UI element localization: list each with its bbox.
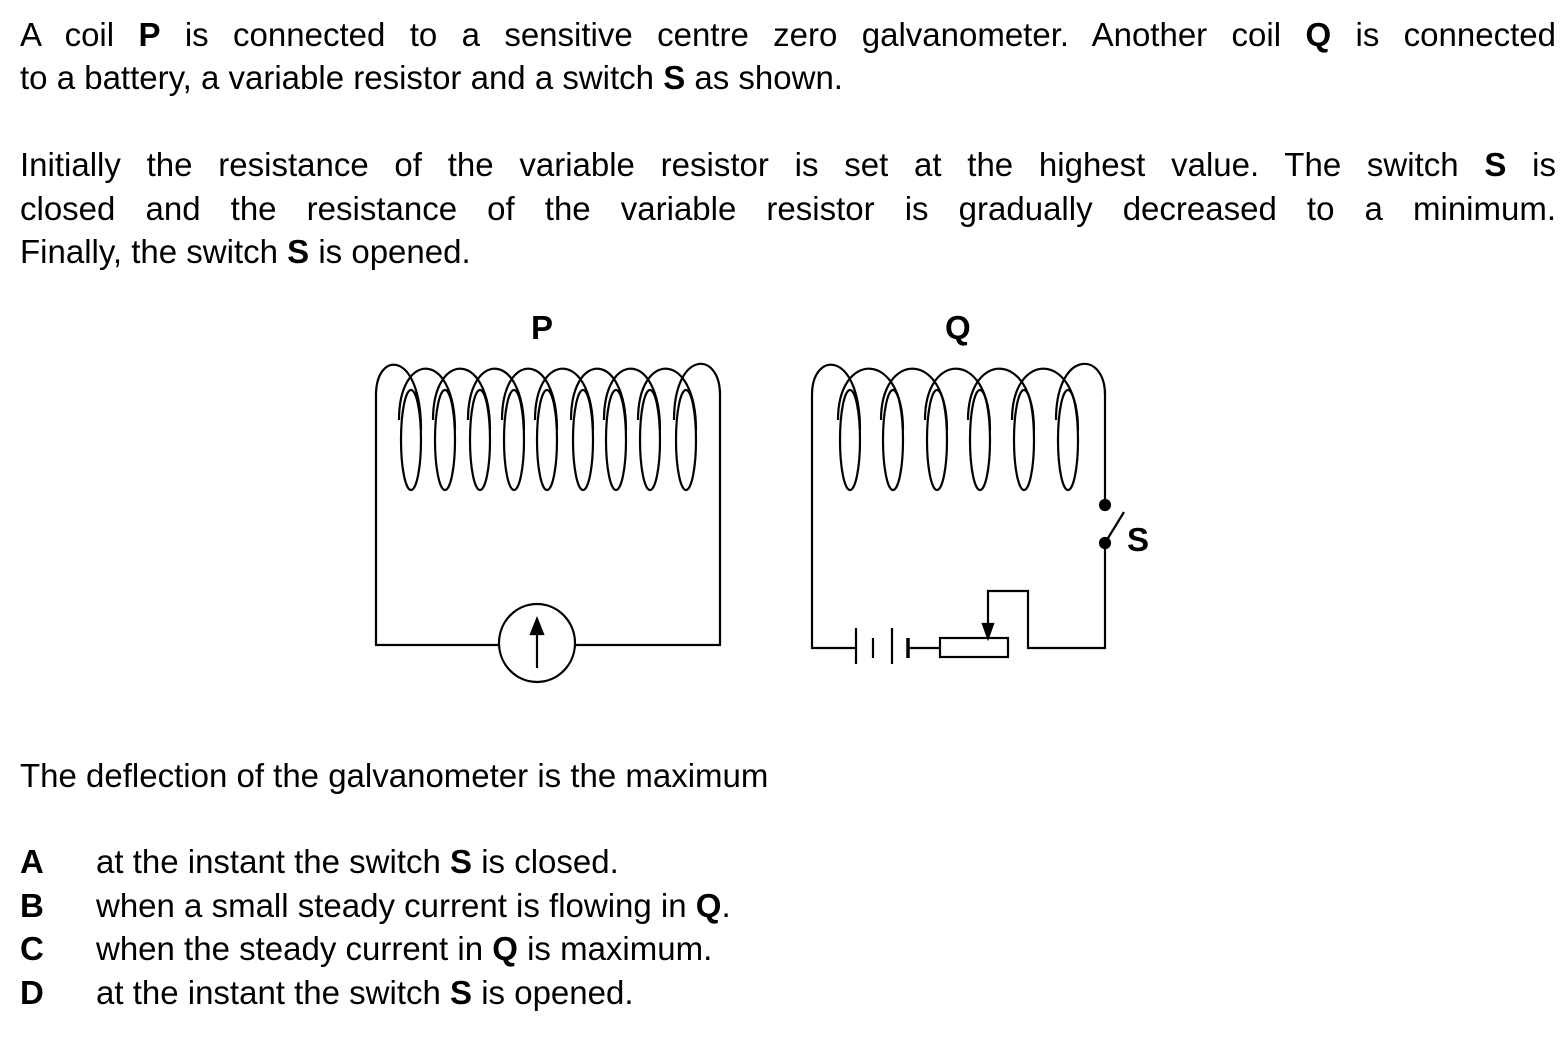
text: closed and the resistance of the variabl… xyxy=(20,190,1556,227)
coil-turn xyxy=(810,363,862,431)
text: at the instant the switch xyxy=(96,843,451,880)
text: is opened. xyxy=(472,974,634,1011)
coil-turn xyxy=(672,362,722,421)
coil-turn xyxy=(636,367,698,431)
text: Q xyxy=(695,887,722,924)
text: as shown. xyxy=(685,59,843,96)
coil-turn xyxy=(433,388,457,492)
coil-turn xyxy=(604,388,628,492)
text: is opened. xyxy=(309,233,471,270)
coil-turn xyxy=(502,388,526,492)
coil-turn xyxy=(374,363,423,431)
text: A coil xyxy=(20,16,139,53)
variable-resistor-icon xyxy=(938,545,1107,659)
coil-turn xyxy=(966,367,1036,431)
coil-turn xyxy=(638,388,662,492)
coil-q-ref: Q xyxy=(1305,16,1332,53)
coil-q-label: Q xyxy=(945,309,971,346)
coil-turn xyxy=(674,388,698,492)
text: is connected to a sensitive centre zero … xyxy=(160,16,1306,53)
option-letter: D xyxy=(20,974,44,1011)
procedure-line-2: closed and the resistance of the variabl… xyxy=(20,189,1556,229)
procedure-line-1: Initially the resistance of the variable… xyxy=(20,145,1556,185)
coil-turn xyxy=(466,367,526,431)
coil-p-ref: P xyxy=(138,16,161,53)
coil-turn xyxy=(923,367,992,431)
switch-s-ref: S xyxy=(1484,146,1507,183)
coil-turn xyxy=(468,388,492,492)
coil-turn xyxy=(881,388,905,492)
option-letter: A xyxy=(20,843,44,880)
galvanometer-icon xyxy=(497,602,577,684)
text: is xyxy=(1506,146,1556,183)
text: to a battery, a variable resistor and a … xyxy=(20,59,664,96)
circuit-q-wire xyxy=(810,395,856,650)
coil-turn xyxy=(602,367,662,431)
text: at the instant the switch xyxy=(96,974,451,1011)
intro-line-1: A coil P is connected to a sensitive cen… xyxy=(20,15,1556,55)
coil-turn xyxy=(968,388,992,492)
coil-turn xyxy=(836,367,905,431)
text: when a small steady current is flowing i… xyxy=(96,887,696,924)
coil-turn xyxy=(879,367,949,431)
coil-turn xyxy=(399,388,423,492)
coil-turn xyxy=(1012,388,1036,492)
intro-line-2: to a battery, a variable resistor and a … xyxy=(20,58,1556,98)
coil-turn xyxy=(838,388,862,492)
text: S xyxy=(450,843,473,880)
text: is connected xyxy=(1331,16,1556,53)
procedure-line-3: Finally, the switch S is opened. xyxy=(20,232,1556,272)
text: is closed. xyxy=(472,843,619,880)
text: . xyxy=(721,887,731,924)
question-stem: The deflection of the galvanometer is th… xyxy=(20,757,769,794)
coil-p-label: P xyxy=(531,309,553,346)
text: when the steady current in xyxy=(96,930,493,967)
coil-turn xyxy=(1056,388,1080,492)
coil-turn xyxy=(571,388,595,492)
coil-p xyxy=(374,362,722,492)
switch-s-ref: S xyxy=(287,233,310,270)
text: Initially the resistance of the variable… xyxy=(20,146,1485,183)
text: S xyxy=(450,974,473,1011)
coil-turn xyxy=(397,367,457,431)
coil-turn xyxy=(431,367,492,431)
coil-turn xyxy=(500,367,559,431)
coil-q xyxy=(810,362,1107,492)
option-letter: B xyxy=(20,887,44,924)
coil-turn xyxy=(925,388,949,492)
coil-turn xyxy=(1054,362,1107,421)
text: is maximum. xyxy=(517,930,713,967)
coil-turn xyxy=(533,367,595,431)
text: Finally, the switch xyxy=(20,233,288,270)
coil-turn xyxy=(535,388,559,492)
option-letter: C xyxy=(20,930,44,967)
coil-turn xyxy=(1010,367,1080,431)
coil-turn xyxy=(569,367,628,431)
switch-label: S xyxy=(1127,521,1149,558)
battery-icon xyxy=(854,628,940,664)
switch-icon[interactable] xyxy=(1098,390,1125,550)
switch-s-ref: S xyxy=(663,59,686,96)
text: Q xyxy=(492,930,518,967)
circuit-p-wire xyxy=(374,390,722,647)
